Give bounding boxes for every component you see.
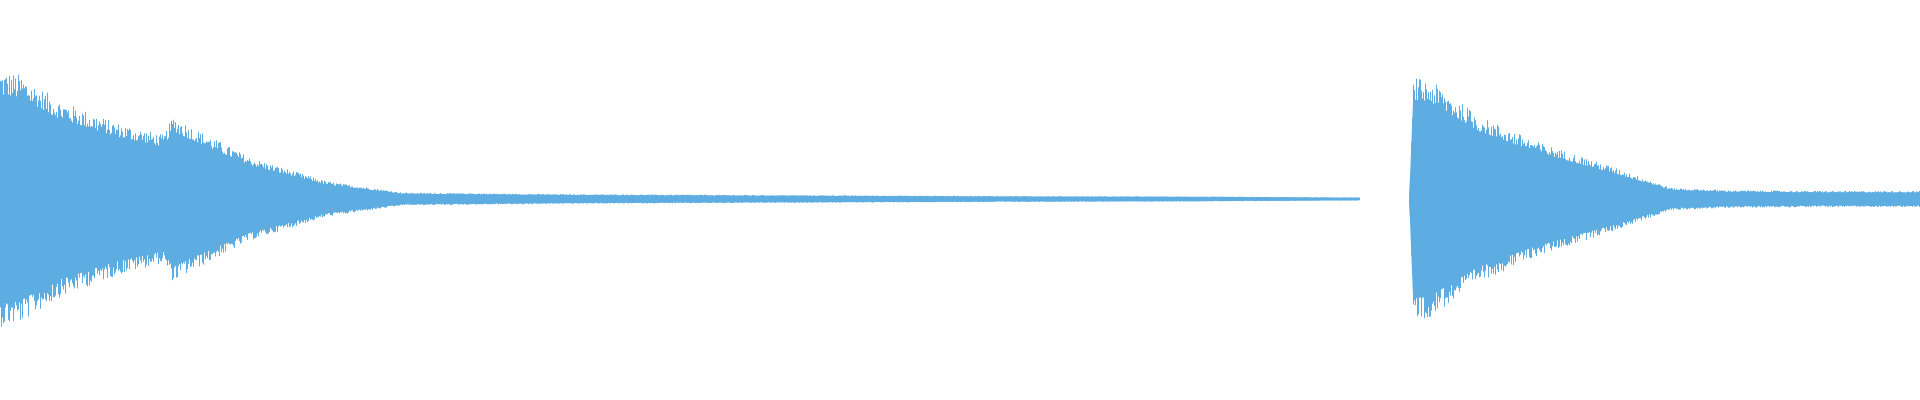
waveform-group	[0, 74, 1920, 327]
second-clip-peaks	[1409, 78, 1920, 319]
first-clip-peaks	[0, 74, 1360, 327]
